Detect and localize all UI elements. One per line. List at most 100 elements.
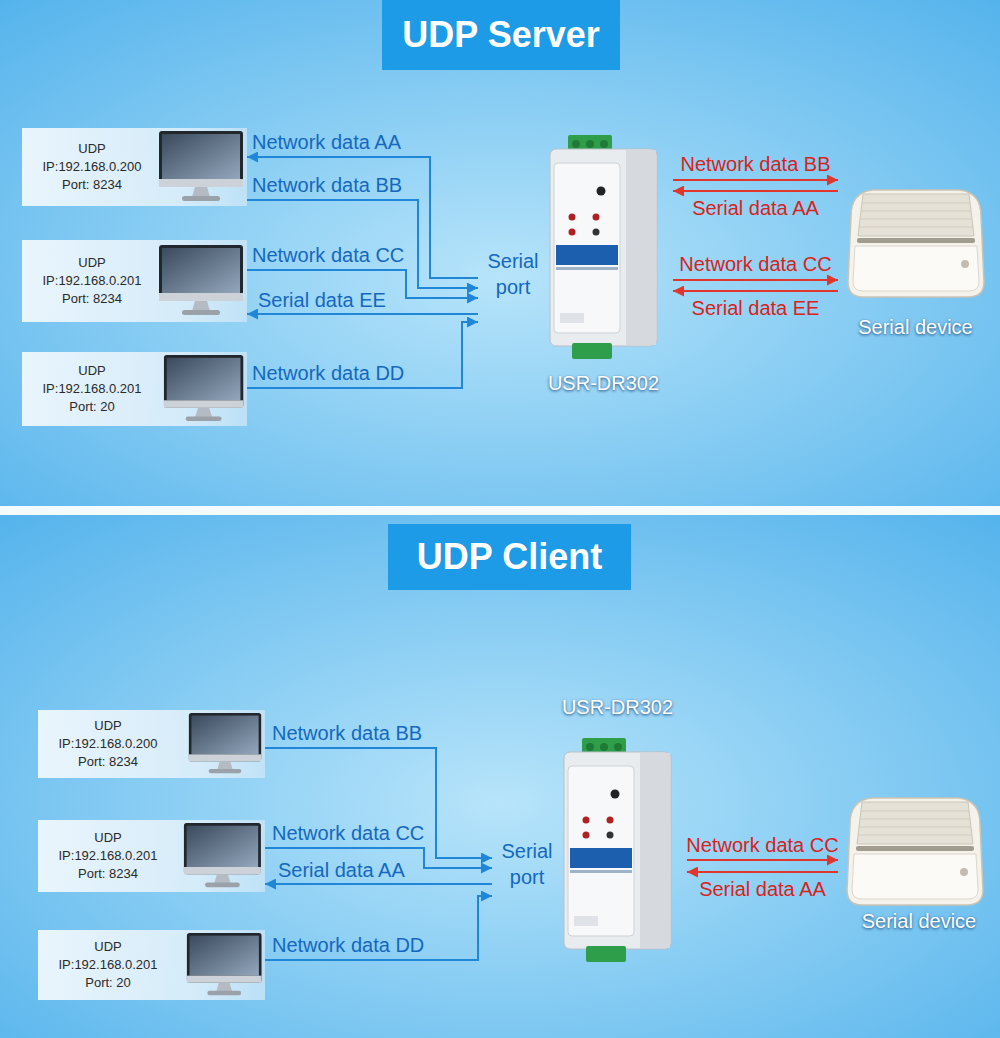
device-sticker xyxy=(560,313,584,323)
monitor-neck xyxy=(214,874,230,883)
panel-ground xyxy=(0,515,1000,1038)
printer-body xyxy=(847,798,983,905)
terminal-screw xyxy=(586,140,594,148)
flow-label: Network data DD xyxy=(272,934,424,956)
monitor-neck xyxy=(192,301,210,311)
monitor-icon xyxy=(158,131,244,203)
monitor-neck xyxy=(216,983,232,992)
flow-label: Network data DD xyxy=(252,362,404,384)
data-flow-arrow xyxy=(265,748,492,858)
printer-front xyxy=(852,854,978,899)
monitor-icon xyxy=(186,933,262,997)
host-computer: UDP IP:192.168.0.201 Port: 20 xyxy=(22,352,247,426)
monitor-base xyxy=(207,991,241,995)
host-address: UDP IP:192.168.0.201 Port: 8234 xyxy=(30,254,154,308)
monitor-bezel xyxy=(159,131,243,187)
banner-title: UDP Client xyxy=(417,536,602,578)
flow-label: Serial data AA xyxy=(699,878,826,900)
monitor-base xyxy=(209,769,242,773)
data-flow-arrow xyxy=(265,896,492,960)
flow-label: Serial data AA xyxy=(278,859,405,881)
serial-printer: Serial device xyxy=(838,168,993,346)
connector-group xyxy=(247,157,838,960)
terminal-screw xyxy=(614,743,622,751)
monitor-base xyxy=(182,196,220,201)
monitor-chin xyxy=(159,179,243,187)
serial-printer: Serial device xyxy=(838,780,996,940)
converter-illustration xyxy=(546,135,661,360)
data-flow-arrow xyxy=(265,883,492,885)
lid-ribs xyxy=(858,811,972,835)
logo-band xyxy=(556,245,618,265)
device-sticker xyxy=(574,916,598,926)
host-address: UDP IP:192.168.0.201 Port: 8234 xyxy=(46,829,170,883)
banner-title: UDP Server xyxy=(402,14,599,56)
data-flow-arrow xyxy=(687,859,838,861)
monitor-neck xyxy=(217,761,232,770)
converter-illustration xyxy=(560,738,675,963)
status-led xyxy=(593,214,600,221)
logo-rule xyxy=(570,870,632,873)
status-led xyxy=(593,229,600,236)
flow-label: Network data BB xyxy=(272,722,422,744)
status-led xyxy=(607,817,614,824)
printer-button xyxy=(961,260,969,268)
host-address: UDP IP:192.168.0.200 Port: 8234 xyxy=(46,717,170,771)
device-body xyxy=(564,752,671,949)
terminal-block xyxy=(572,343,612,359)
model-name: USR-DR302 xyxy=(550,694,685,720)
monitor-screen xyxy=(187,826,258,867)
monitor-chin xyxy=(186,976,261,983)
monitor-chin xyxy=(184,867,261,874)
monitor-chin xyxy=(159,293,243,301)
status-led xyxy=(607,832,614,839)
printer-body xyxy=(848,190,984,297)
device-front xyxy=(568,766,634,936)
monitor-bezel xyxy=(186,933,261,983)
monitor-neck xyxy=(195,408,212,417)
logo-rule xyxy=(556,267,618,270)
host-computer: UDP IP:192.168.0.200 Port: 8234 xyxy=(38,710,265,778)
monitor-screen xyxy=(189,936,258,976)
monitor-screen xyxy=(162,134,240,179)
data-flow-arrow xyxy=(247,313,478,315)
monitor-icon xyxy=(158,245,244,317)
serial-server-device: Serial portUSR-DR302 xyxy=(478,130,673,405)
device-front xyxy=(554,163,620,333)
terminal-screw xyxy=(572,140,580,148)
monitor-base xyxy=(185,416,221,421)
host-address: UDP IP:192.168.0.201 Port: 20 xyxy=(46,938,170,992)
device-caption: Serial device xyxy=(844,908,994,934)
flow-label: Serial data EE xyxy=(258,289,386,311)
terminal-screw xyxy=(600,140,608,148)
flow-label: Network data CC xyxy=(252,244,404,266)
data-flow-arrow xyxy=(247,322,478,388)
data-flow-arrow xyxy=(687,871,838,873)
data-flow-arrow xyxy=(673,290,838,292)
flow-label: Network data CC xyxy=(679,253,831,275)
reload-button xyxy=(597,187,606,196)
device-rail xyxy=(626,150,656,345)
monitor-icon xyxy=(163,355,244,423)
monitor-icon xyxy=(183,823,262,889)
flow-label: Network data AA xyxy=(252,131,401,153)
flow-label: Network data CC xyxy=(686,834,838,856)
monitor-screen xyxy=(191,716,258,755)
data-flow-arrow xyxy=(673,279,838,281)
divider-band xyxy=(0,506,1000,515)
data-flow-arrow xyxy=(247,200,478,288)
monitor-bezel xyxy=(184,823,261,874)
reload-button xyxy=(611,790,620,799)
monitor-base xyxy=(205,883,240,888)
flow-label: Serial data AA xyxy=(692,197,819,219)
paper-slot xyxy=(856,846,974,851)
section-banner: UDP Client xyxy=(388,524,631,590)
host-computer: UDP IP:192.168.0.200 Port: 8234 xyxy=(22,128,247,206)
monitor-icon xyxy=(188,713,262,775)
monitor-bezel xyxy=(159,245,243,301)
printer-button xyxy=(960,868,968,876)
device-caption: Serial device xyxy=(838,314,993,340)
host-computer: UDP IP:192.168.0.201 Port: 8234 xyxy=(38,820,265,892)
monitor-screen xyxy=(167,358,241,400)
